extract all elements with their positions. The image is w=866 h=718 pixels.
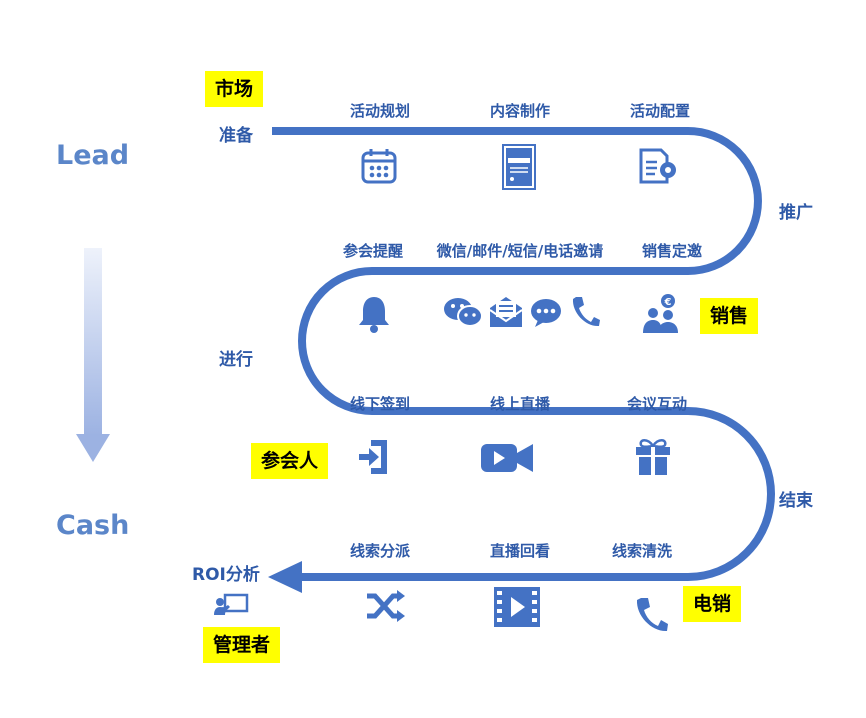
wechat-icon bbox=[444, 298, 483, 327]
mail-icon bbox=[489, 297, 523, 327]
role-attendee: 参会人 bbox=[251, 443, 329, 479]
stage-promote: 推广 bbox=[779, 203, 813, 223]
sales-people-icon: € bbox=[643, 294, 678, 333]
step-lead-assign: 线索分派 bbox=[349, 542, 411, 560]
step-activity-config: 活动配置 bbox=[629, 102, 691, 120]
phone-icon bbox=[572, 297, 600, 327]
bell-icon bbox=[359, 297, 389, 333]
step-lead-cleaning: 线索清洗 bbox=[611, 542, 673, 560]
gift-icon bbox=[636, 439, 670, 475]
step-live-replay: 直播回看 bbox=[489, 542, 551, 560]
role-market: 市场 bbox=[205, 71, 264, 107]
video-play-icon bbox=[494, 587, 540, 627]
step-attend-reminder: 参会提醒 bbox=[342, 242, 404, 260]
presentation-icon bbox=[214, 593, 249, 615]
stage-prepare: 准备 bbox=[219, 126, 253, 146]
lead-label: Lead bbox=[56, 140, 130, 171]
role-telesales: 电销 bbox=[683, 586, 742, 622]
step-offline-checkin: 线下签到 bbox=[349, 395, 411, 413]
step-online-live: 线上直播 bbox=[489, 395, 551, 413]
video-camera-icon bbox=[481, 444, 533, 472]
stage-end: 结束 bbox=[779, 491, 813, 511]
sign-in-icon bbox=[359, 440, 387, 474]
lead-to-cash-arrow bbox=[76, 248, 110, 462]
arrow-head bbox=[268, 561, 302, 593]
stage-proceed: 进行 bbox=[219, 350, 253, 370]
role-sales: 销售 bbox=[700, 298, 759, 334]
stage-roi: ROI分析 bbox=[192, 565, 260, 585]
cash-label: Cash bbox=[56, 510, 130, 541]
phone-icon bbox=[636, 598, 668, 632]
step-activity-planning: 活动规划 bbox=[349, 102, 411, 120]
flyer-icon bbox=[502, 144, 536, 190]
svg-text:€: € bbox=[664, 297, 672, 308]
role-manager: 管理者 bbox=[203, 627, 281, 663]
step-sales-invite: 销售定邀 bbox=[641, 242, 703, 260]
step-multichannel-invite: 微信/邮件/短信/电话邀请 bbox=[436, 242, 604, 260]
calendar-icon bbox=[361, 149, 397, 184]
shuffle-icon bbox=[367, 590, 405, 622]
step-content-creation: 内容制作 bbox=[489, 102, 551, 120]
settings-doc-icon bbox=[639, 148, 676, 184]
step-meeting-interaction: 会议互动 bbox=[626, 395, 688, 413]
chat-icon bbox=[531, 299, 561, 327]
